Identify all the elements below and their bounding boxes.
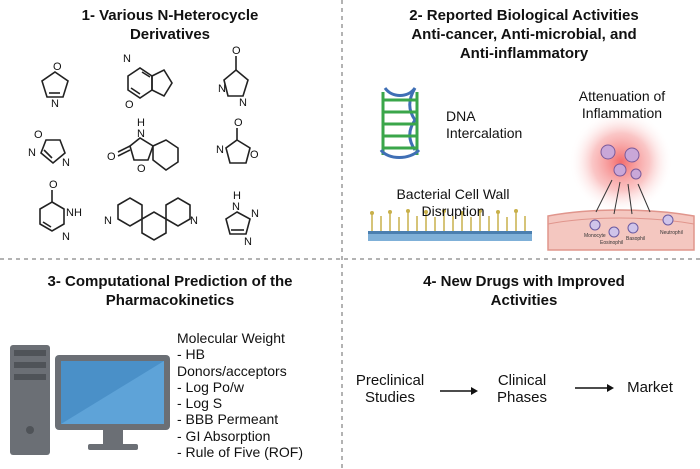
svg-text:O: O bbox=[107, 151, 116, 163]
biological-activities-illustration bbox=[368, 87, 695, 251]
panel3-title: 3- Computational Prediction of the Pharm… bbox=[47, 273, 293, 309]
dna-label: DNA Intercalation bbox=[446, 108, 523, 141]
step-clinical: Clinical Phases bbox=[496, 372, 548, 406]
step-market: Market bbox=[627, 379, 673, 396]
pyridazinone-structure: O NH N bbox=[39, 179, 82, 243]
imidazolone-structure: O N N bbox=[218, 45, 249, 109]
inflammation-label: Attenuation of Inflammation bbox=[578, 88, 666, 121]
svg-text:O: O bbox=[34, 129, 43, 141]
benzoxazole-structure: N O bbox=[123, 53, 173, 111]
svg-text:N: N bbox=[123, 53, 131, 65]
step-preclinical: Preclinical Studies bbox=[355, 372, 425, 406]
oxazolone-structure: O N O bbox=[216, 117, 259, 164]
svg-text:O: O bbox=[53, 61, 62, 73]
svg-text:N: N bbox=[232, 201, 240, 213]
svg-text:N: N bbox=[137, 128, 145, 140]
phenanthroline-structure: N N bbox=[104, 197, 198, 241]
svg-text:N: N bbox=[190, 215, 198, 227]
svg-text:N: N bbox=[28, 147, 36, 159]
cell-label-monocyte: Monocyte bbox=[584, 233, 606, 239]
cell-label-eosinophil: Eosinophil bbox=[600, 240, 624, 246]
benzoxazolone-structure: O H N O bbox=[107, 117, 179, 175]
triazole-structure: H N N N bbox=[225, 190, 259, 248]
heterocycle-structures: O N N O O N N O N N O H N O O bbox=[28, 45, 259, 248]
svg-text:N: N bbox=[244, 236, 252, 248]
dna-intercalation-icon bbox=[379, 87, 421, 159]
oxazole-structure: O N bbox=[41, 61, 69, 110]
svg-text:N: N bbox=[62, 231, 70, 243]
svg-text:H: H bbox=[137, 117, 145, 129]
svg-text:N: N bbox=[251, 208, 259, 220]
svg-text:O: O bbox=[232, 45, 241, 57]
computer-icon bbox=[10, 345, 170, 455]
svg-text:NH: NH bbox=[66, 207, 82, 219]
cell-wall-label: Bacterial Cell Wall Disruption bbox=[396, 186, 510, 219]
svg-text:N: N bbox=[216, 144, 224, 156]
svg-text:N: N bbox=[239, 97, 247, 109]
svg-text:N: N bbox=[62, 157, 70, 169]
cell-label-neutrophil: Neutrophil bbox=[660, 230, 683, 236]
svg-text:O: O bbox=[49, 179, 58, 191]
panel2-title: 2- Reported Biological Activities Anti-c… bbox=[409, 7, 639, 62]
svg-text:O: O bbox=[234, 117, 243, 129]
inflammation-icon bbox=[547, 110, 695, 251]
cell-label-basophil: Basophil bbox=[626, 236, 646, 242]
svg-text:N: N bbox=[104, 215, 112, 227]
bacterial-cell-wall-icon bbox=[368, 209, 532, 241]
oxadiazole-structure: O N N bbox=[28, 129, 70, 169]
pharmacokinetics-properties-list: Molecular Weight - HB Donors/acceptors -… bbox=[177, 330, 304, 461]
panel4-title: 4- New Drugs with Improved Activities bbox=[423, 273, 625, 309]
svg-text:H: H bbox=[233, 190, 241, 202]
svg-text:O: O bbox=[125, 99, 134, 111]
svg-text:N: N bbox=[51, 98, 59, 110]
svg-text:N: N bbox=[218, 83, 226, 95]
svg-text:O: O bbox=[250, 149, 259, 161]
panel1-title: 1- Various N-Heterocycle Derivatives bbox=[81, 7, 259, 43]
svg-text:O: O bbox=[137, 163, 146, 175]
